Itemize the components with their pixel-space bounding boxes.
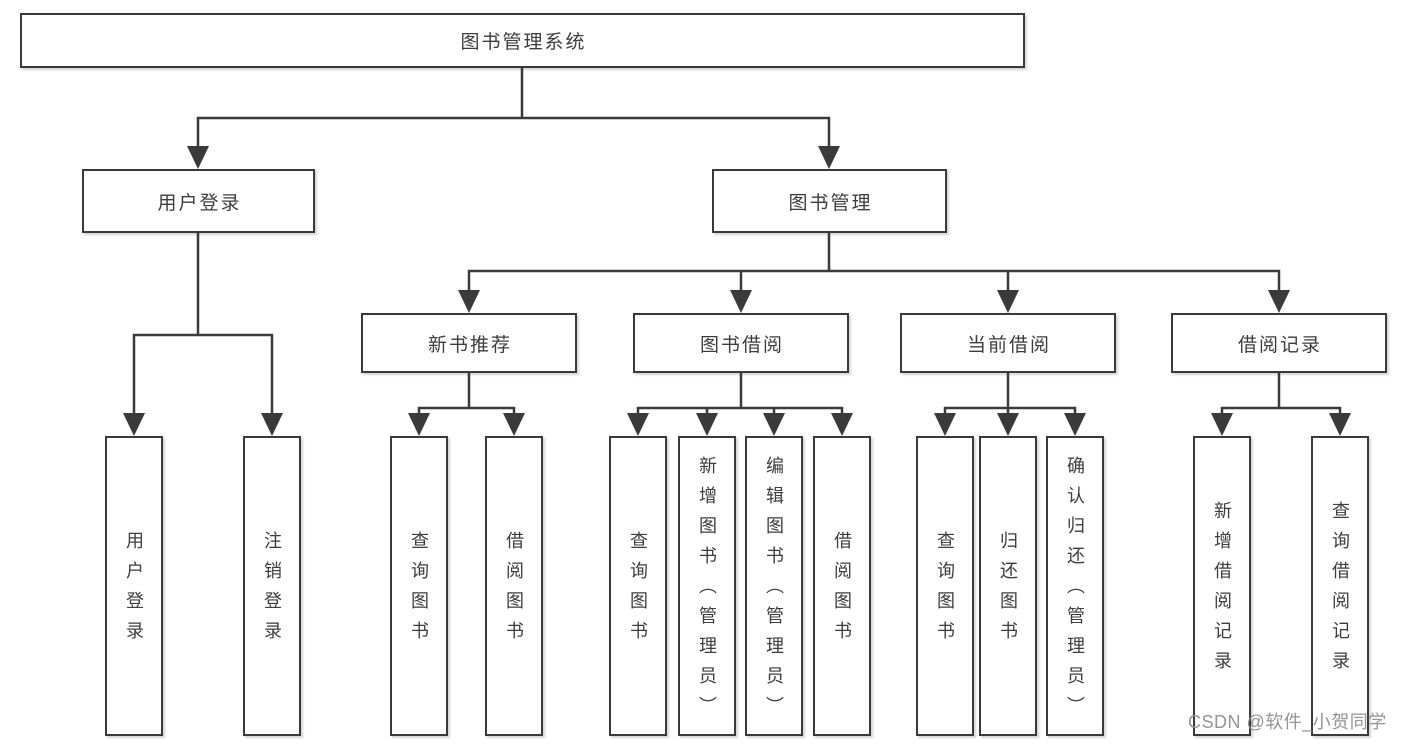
node-label: 图书管理系统 [460, 32, 587, 53]
connector-current-borrowing-to-leaves [943, 373, 1077, 417]
leaf-label: 新增图书（管理员） [697, 456, 717, 726]
node-borrowing-records: 借阅记录 [1171, 313, 1387, 373]
arrow-down-icon [934, 413, 956, 436]
leaf-add-borrow-record: 新增借阅记录 [1193, 436, 1251, 736]
leaf-query-borrow-record: 查询借阅记录 [1311, 436, 1369, 736]
leaf-query-books-newbook: 查询图书 [390, 436, 448, 736]
node-label: 当前借阅 [966, 334, 1051, 356]
arrow-down-icon [503, 413, 525, 436]
leaf-label: 查询图书 [628, 531, 648, 651]
arrow-down-icon [458, 290, 480, 313]
leaf-label: 查询图书 [409, 531, 429, 651]
leaf-borrow-books-newbook: 借阅图书 [485, 436, 543, 736]
arrow-down-icon [1064, 413, 1086, 436]
leaf-label: 编辑图书（管理员） [764, 456, 784, 726]
node-current-borrowing: 当前借阅 [900, 313, 1116, 373]
arrow-down-icon [763, 413, 785, 436]
node-book-borrowing: 图书借阅 [633, 313, 849, 373]
arrow-down-icon [627, 413, 649, 436]
arrow-down-icon [696, 413, 718, 436]
leaf-label: 注销登录 [262, 531, 282, 651]
node-label: 用户登录 [157, 192, 242, 214]
node-label: 新书推荐 [427, 334, 512, 356]
connector-root-to-level2 [196, 67, 831, 150]
leaf-label: 查询借阅记录 [1330, 501, 1350, 681]
leaf-label: 查询图书 [935, 531, 955, 651]
leaf-query-books-current: 查询图书 [916, 436, 974, 736]
arrow-down-icon [997, 413, 1019, 436]
leaf-edit-books-admin: 编辑图书（管理员） [745, 436, 803, 736]
leaf-user-login: 用户登录 [105, 436, 163, 736]
leaf-query-books-borrowing: 查询图书 [609, 436, 667, 736]
arrow-down-icon [831, 413, 853, 436]
leaf-label: 用户登录 [124, 531, 144, 651]
connector-book-borrowing-to-leaves [636, 373, 844, 417]
arrow-down-icon [123, 413, 145, 436]
node-label: 图书借阅 [699, 334, 784, 356]
connector-book-management-to-level3 [467, 233, 1281, 294]
arrow-down-icon [261, 413, 283, 436]
arrow-down-icon [997, 290, 1019, 313]
node-label: 借阅记录 [1237, 334, 1322, 356]
leaf-return-books: 归还图书 [979, 436, 1037, 736]
node-new-book-recommend: 新书推荐 [361, 313, 577, 373]
connector-borrowing-records-to-leaves [1220, 373, 1342, 417]
leaf-label: 新增借阅记录 [1212, 501, 1232, 681]
node-book-management: 图书管理 [712, 169, 947, 233]
arrow-down-icon [1268, 290, 1290, 313]
node-label: 图书管理 [788, 192, 873, 214]
arrow-down-icon [1329, 413, 1351, 436]
arrow-down-icon [818, 146, 840, 169]
arrow-down-icon [730, 290, 752, 313]
leaf-confirm-return-admin: 确认归还（管理员） [1046, 436, 1104, 736]
arrow-down-icon [1211, 413, 1233, 436]
leaf-add-books-admin: 新增图书（管理员） [678, 436, 736, 736]
leaf-label: 借阅图书 [504, 531, 524, 651]
arrow-down-icon [187, 146, 209, 169]
leaf-logout-login: 注销登录 [243, 436, 301, 736]
arrow-down-icon [408, 413, 430, 436]
leaf-label: 确认归还（管理员） [1065, 456, 1085, 726]
node-user-login: 用户登录 [82, 169, 315, 233]
connector-user-login-to-leaves [132, 233, 274, 417]
leaf-label: 借阅图书 [832, 531, 852, 651]
leaf-label: 归还图书 [998, 531, 1018, 651]
watermark: CSDN @软件_小贺同学 [1188, 712, 1387, 732]
connector-new-book-to-leaves [417, 373, 516, 417]
leaf-borrow-books-borrowing: 借阅图书 [813, 436, 871, 736]
node-library-management-system: 图书管理系统 [20, 13, 1025, 68]
